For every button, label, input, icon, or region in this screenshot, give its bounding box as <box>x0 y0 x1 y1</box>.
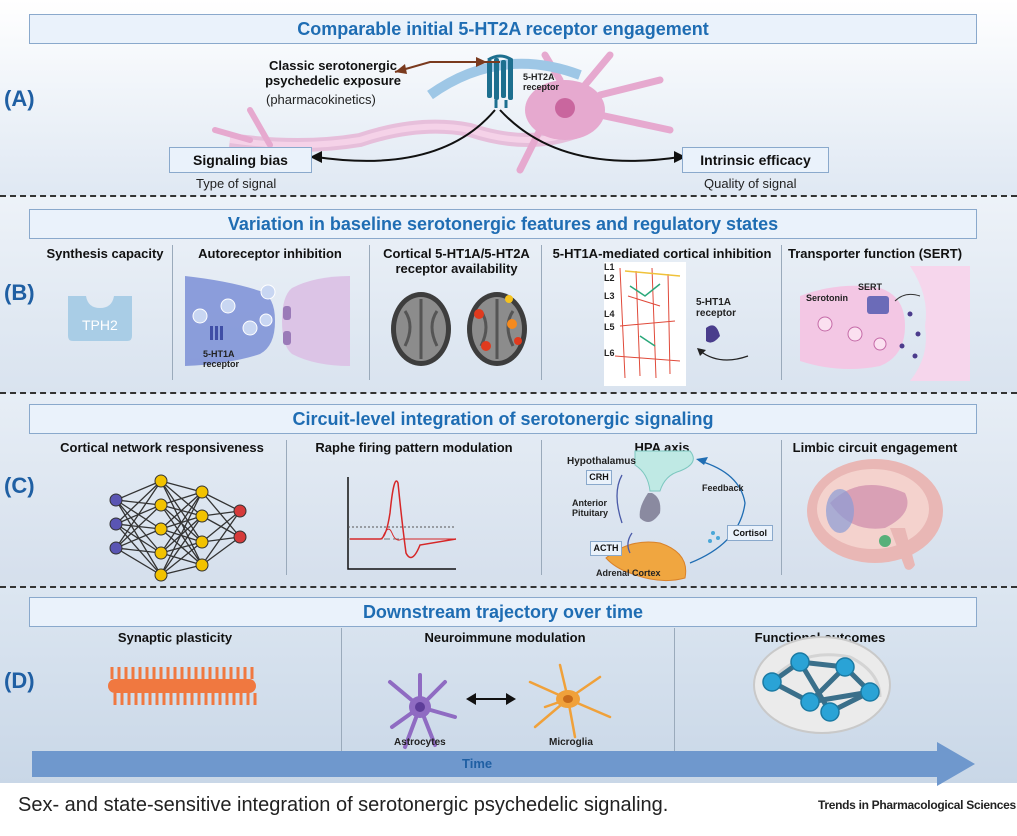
signaling-bias-caption: Type of signal <box>196 176 277 191</box>
tph2-label: TPH2 <box>82 317 118 333</box>
signaling-bias-box: Signaling bias <box>169 147 312 173</box>
time-arrow-head <box>937 742 975 786</box>
panel-b-label: (B) <box>4 280 35 305</box>
panel-d-illustrations <box>32 636 975 786</box>
microglia-icon <box>528 663 612 739</box>
intrinsic-efficacy-box: Intrinsic efficacy <box>682 147 829 173</box>
panel-c-label: (C) <box>4 473 35 498</box>
cortical-5ht1a-label: 5-HT1A receptor <box>696 297 737 319</box>
exposure-sub: (pharmacokinetics) <box>266 92 376 107</box>
astrocyte-icon <box>388 673 457 749</box>
cortisol-box: Cortisol <box>727 525 773 541</box>
panel-c-sep <box>541 440 542 575</box>
cortical-inhibition-title: 5-HT1A-mediated cortical inhibition <box>552 246 772 261</box>
time-label: Time <box>462 756 493 771</box>
autoreceptor-title: Autoreceptor inhibition <box>198 246 342 261</box>
limbic-title: Limbic circuit engagement <box>792 440 958 455</box>
network-node <box>154 568 168 582</box>
network-node <box>154 474 168 488</box>
tph2-icon <box>68 296 132 341</box>
divider-bc <box>0 392 1017 394</box>
adrenal-label: Adrenal Cortex <box>596 568 661 578</box>
network-node <box>109 541 123 555</box>
panel-a-banner: Comparable initial 5-HT2A receptor engag… <box>29 14 977 44</box>
panel-b-illustrations <box>68 262 970 386</box>
layer-l1: L1 <box>604 262 615 272</box>
divider-ab <box>0 195 1017 197</box>
network-node <box>195 535 209 549</box>
divider-cd <box>0 586 1017 588</box>
panel-c-sep <box>781 440 782 575</box>
intrinsic-efficacy-caption: Quality of signal <box>704 176 797 191</box>
network-node <box>195 558 209 572</box>
panel-d-sep <box>341 628 342 753</box>
network-node <box>233 504 247 518</box>
layer-l3: L3 <box>604 291 615 301</box>
autoreceptor-label: 5-HT1A receptor <box>203 349 240 369</box>
network-node <box>154 546 168 560</box>
receptor-icon <box>487 54 513 108</box>
time-arrow-bar <box>32 751 937 777</box>
panel-b-sep <box>781 245 782 380</box>
network-node <box>154 522 168 536</box>
panel-d-sep <box>674 628 675 753</box>
receptor-label: 5-HT2A receptor <box>523 72 560 92</box>
layer-l4: L4 <box>604 309 615 319</box>
pituitary-label: Anterior Pituitary <box>572 498 609 518</box>
hypothalamus-label: Hypothalamus <box>567 456 636 467</box>
network-node <box>233 530 247 544</box>
raphe-title: Raphe firing pattern modulation <box>315 440 513 455</box>
network-node <box>195 485 209 499</box>
panel-c-sep <box>286 440 287 575</box>
panel-d-label: (D) <box>4 668 35 693</box>
astrocytes-label: Astrocytes <box>394 737 446 748</box>
microglia-label: Microglia <box>549 737 593 748</box>
synthesis-title: Synthesis capacity <box>46 246 164 261</box>
layer-l2: L2 <box>604 273 615 283</box>
panel-c-illustrations <box>109 450 943 582</box>
panel-b-sep <box>541 245 542 380</box>
figure-caption: Sex- and state-sensitive integration of … <box>18 794 669 816</box>
journal-brand: Trends in Pharmacological Sciences <box>818 798 1016 812</box>
feedback-label: Feedback <box>702 483 744 493</box>
panel-b-sep <box>172 245 173 380</box>
cortical-network-title: Cortical network responsiveness <box>60 440 264 455</box>
panel-d-banner: Downstream trajectory over time <box>29 597 977 627</box>
sert-label: SERT <box>858 282 883 292</box>
network-node <box>109 493 123 507</box>
network-node <box>195 509 209 523</box>
crh-box: CRH <box>586 470 612 485</box>
neuroimmune-title: Neuroimmune modulation <box>424 630 586 645</box>
layer-l5: L5 <box>604 322 615 332</box>
panel-b-sep <box>369 245 370 380</box>
panel-a-label: (A) <box>4 86 35 111</box>
panel-b-banner: Variation in baseline serotonergic featu… <box>29 209 977 239</box>
exposure-title: Classic serotonergic psychedelic exposur… <box>265 58 401 88</box>
layer-l6: L6 <box>604 348 615 358</box>
network-node <box>109 517 123 531</box>
synaptic-title: Synaptic plasticity <box>117 630 233 645</box>
panel-c-banner: Circuit-level integration of serotonergi… <box>29 404 977 434</box>
acth-box: ACTH <box>590 541 622 556</box>
serotonin-label: Serotonin <box>806 293 848 303</box>
cortical-availability-title: Cortical 5-HT1A/5-HT2A receptor availabi… <box>383 246 530 276</box>
network-node <box>154 498 168 512</box>
sert-title: Transporter function (SERT) <box>787 246 963 261</box>
panel-a-illustration <box>212 51 686 174</box>
